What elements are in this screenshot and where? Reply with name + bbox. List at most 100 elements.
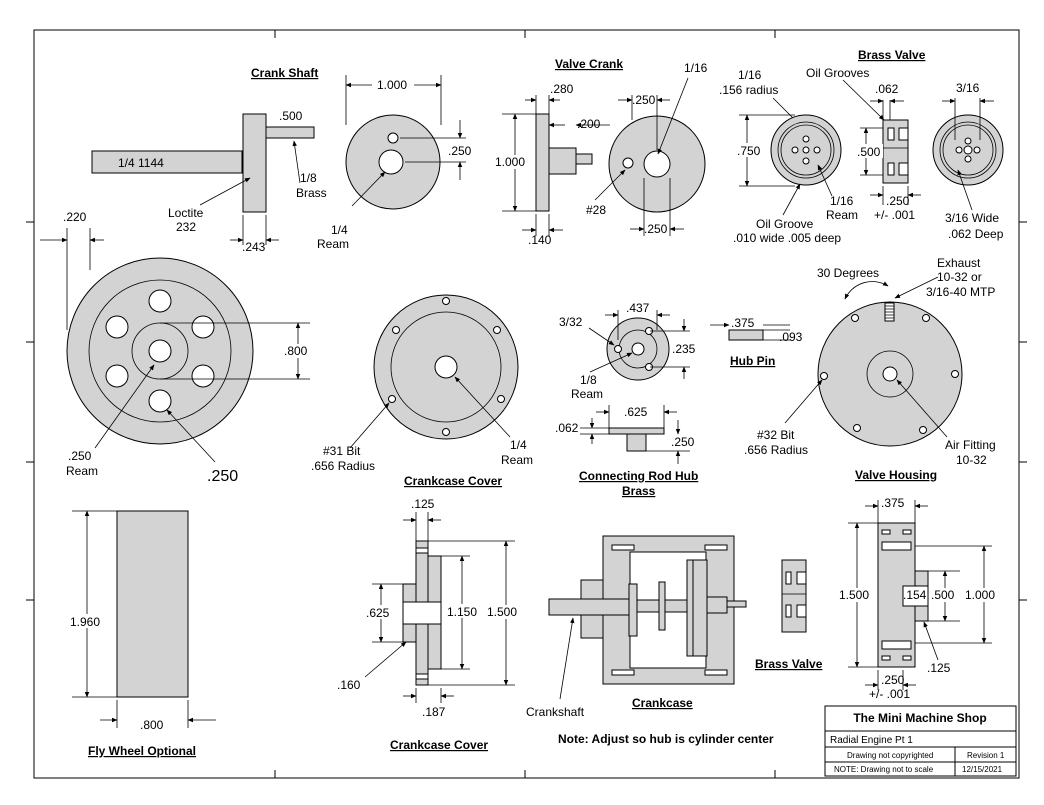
dim-housing-thickness: .375 bbox=[881, 496, 905, 510]
valve-crank-body bbox=[535, 113, 550, 212]
crank-shaft-hole bbox=[378, 149, 404, 175]
title-block-company: The Mini Machine Shop bbox=[853, 711, 986, 725]
label-drill-28: #28 bbox=[586, 203, 606, 217]
label-brass: Brass bbox=[296, 186, 327, 200]
label-exhaust-thread: 10-32 or bbox=[937, 270, 982, 284]
dim-housing-boss-length: .125 bbox=[927, 661, 951, 675]
valve-housing-face-detail: 30 Degrees Exhaust 10-32 or 3/16-40 MTP … bbox=[744, 256, 996, 482]
dim-web-diameter: 1.000 bbox=[377, 78, 407, 92]
label-housing-bit: #32 Bit bbox=[757, 428, 795, 442]
dim-pin-length: .375 bbox=[731, 316, 755, 330]
crank-web bbox=[242, 113, 267, 213]
label-hub-ream-size: 1/8 bbox=[580, 373, 597, 387]
dim-valve-crank-boss: .200 bbox=[577, 117, 601, 131]
label-cover-ream-size: 1/4 bbox=[510, 438, 527, 452]
label-valve-crank-hole: 1/16 bbox=[684, 61, 708, 75]
crank-pin bbox=[265, 126, 315, 139]
label-housing-radius: .656 Radius bbox=[744, 443, 808, 457]
fly-wheel-title: Fly Wheel Optional bbox=[88, 744, 196, 758]
dim-hub-hole-spacing: .235 bbox=[672, 342, 696, 356]
crankcase-cover-center-hole bbox=[434, 355, 458, 379]
label-valve-radius: .156 radius bbox=[719, 83, 778, 97]
crank-shaft-rod bbox=[91, 150, 243, 174]
crankcase-title: Crankcase bbox=[632, 696, 693, 710]
label-crankshaft: Crankshaft bbox=[526, 705, 585, 719]
fly-wheel-side bbox=[116, 510, 189, 698]
crankcase-web bbox=[628, 583, 638, 637]
label-air-fitting: Air Fitting bbox=[945, 438, 996, 452]
valve-crank-title: Valve Crank bbox=[555, 57, 623, 71]
hub-boss bbox=[626, 433, 647, 452]
label-cover-radius: .656 Radius bbox=[311, 459, 375, 473]
dim-housing-bore-spacing: 1.000 bbox=[965, 588, 995, 602]
brass-valve-side-title: Brass Valve bbox=[755, 657, 823, 671]
valve-crank-pin-hole bbox=[622, 157, 634, 169]
dim-housing-boss-diameter: .500 bbox=[931, 588, 955, 602]
dim-valve-groove: .062 bbox=[875, 82, 899, 96]
dim-cover-spigot-diameter: 1.150 bbox=[447, 605, 477, 619]
label-oil-groove-size: .010 wide .005 deep bbox=[733, 231, 841, 245]
valve-housing-title: Valve Housing bbox=[855, 468, 937, 482]
valve-housing-section-detail: .375 1.500 .154 .500 1.000 .125 .250 +/-… bbox=[838, 496, 997, 701]
valve-crank-hub-hole bbox=[643, 150, 671, 178]
label-ream: Ream bbox=[317, 237, 349, 251]
label-valve-hole: 1/16 bbox=[738, 68, 762, 82]
note-hub-center: Note: Adjust so hub is cylinder center bbox=[558, 732, 774, 746]
crankcase-cover-section-detail: .125 .625 1.150 1.500 .160 .187 Crankcas… bbox=[337, 497, 518, 752]
label-cover-ream: Ream bbox=[501, 453, 533, 467]
dim-valve-ports: .500 bbox=[857, 145, 881, 159]
label-shaft-size: 1/4 1144 bbox=[118, 156, 164, 170]
crank-shaft-title: Crank Shaft bbox=[251, 66, 318, 80]
dim-cover-outer-diameter: 1.500 bbox=[487, 605, 517, 619]
label-loctite-grade: 232 bbox=[176, 220, 196, 234]
brass-valve-title: Brass Valve bbox=[858, 48, 926, 62]
label-hub-hole: 3/32 bbox=[559, 315, 583, 329]
dim-cover-flange-thickness: .125 bbox=[411, 497, 435, 511]
dim-cover-boss-length: .160 bbox=[337, 678, 361, 692]
label-ream-116: 1/16 bbox=[830, 194, 854, 208]
crankcase-cover-section-title: Crankcase Cover bbox=[390, 738, 488, 752]
dim-valve-crank-offset: .250 bbox=[632, 93, 656, 107]
dim-housing-port-depth: .154 bbox=[903, 588, 927, 602]
connecting-rod-hub-material: Brass bbox=[622, 484, 656, 498]
dim-valve-diameter: .750 bbox=[737, 144, 761, 158]
crankcase-cover-face-detail: #31 Bit .656 Radius 1/4 Ream Crankcase C… bbox=[311, 294, 533, 488]
label-ream-116-word: Ream bbox=[826, 208, 858, 222]
crankcase-assembly-detail: Crankshaft Crankcase Note: Adjust so hub… bbox=[526, 535, 774, 746]
label-fly-ream-size: .250 bbox=[68, 449, 92, 463]
drawing-border bbox=[33, 29, 1020, 779]
dim-housing-diameter: 1.500 bbox=[839, 588, 869, 602]
dim-fly-wheel-width: .800 bbox=[140, 718, 164, 732]
fly-wheel-center-hole bbox=[148, 339, 172, 363]
connecting-rod-hub-detail: .437 3/32 .235 1/8 Ream .625 .062 .250 C… bbox=[555, 301, 698, 498]
label-hub-ream: Ream bbox=[571, 387, 603, 401]
title-block: The Mini Machine Shop Radial Engine Pt 1… bbox=[824, 705, 1017, 777]
label-oil-groove: Oil Groove bbox=[756, 217, 814, 231]
title-block-note: NOTE: Drawing not to scale bbox=[834, 765, 934, 774]
label-air-fitting-thread: 10-32 bbox=[956, 453, 987, 467]
label-groove-depth: .062 Deep bbox=[948, 227, 1004, 241]
dim-hub-diameter: .800 bbox=[284, 344, 308, 358]
dim-cover-boss-diameter: .625 bbox=[366, 606, 390, 620]
dim-valve-crank-hub: .250 bbox=[644, 222, 668, 236]
dim-rim-width: .220 bbox=[63, 210, 87, 224]
dim-valve-tolerance: +/- .001 bbox=[874, 208, 915, 222]
title-block-copyright: Drawing not copyrighted bbox=[847, 751, 933, 760]
label-loctite: Loctite bbox=[168, 206, 204, 220]
dim-valve-end-hole: 3/16 bbox=[956, 81, 980, 95]
label-fly-ream: Ream bbox=[66, 464, 98, 478]
label-groove-width: 3/16 Wide bbox=[945, 211, 999, 225]
dim-hub-bolt-spacing: .437 bbox=[626, 301, 650, 315]
cover-bore bbox=[402, 601, 442, 625]
dim-valve-crank-height: 1.000 bbox=[495, 155, 525, 169]
brass-valve-detail: Brass Valve 1/16 .156 radius Oil Grooves… bbox=[719, 48, 1004, 245]
valve-crank-detail: Valve Crank .280 .200 1.000 .140 .250 1/… bbox=[494, 57, 708, 247]
fly-wheel-side-detail: 1.960 .800 Fly Wheel Optional bbox=[70, 510, 216, 758]
label-brass-size: 1/8 bbox=[300, 171, 317, 185]
dim-hub-flange-diameter: .625 bbox=[624, 405, 648, 419]
title-block-date: 12/15/2021 bbox=[962, 765, 1003, 774]
dim-crank-pin-length: .500 bbox=[279, 109, 303, 123]
label-angle: 30 Degrees bbox=[817, 266, 879, 280]
dim-cover-spigot-length: .187 bbox=[422, 705, 446, 719]
